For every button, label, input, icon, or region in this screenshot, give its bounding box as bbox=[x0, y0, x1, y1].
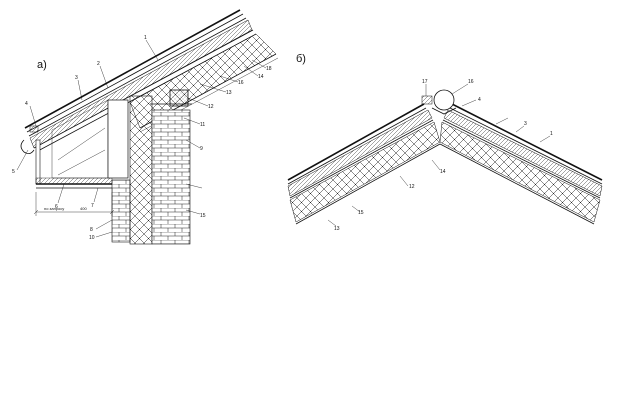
callout-b-4: 4 bbox=[478, 97, 481, 103]
ridge-left-slope bbox=[287, 103, 441, 225]
dimension-line: no запросу 400 bbox=[33, 192, 115, 216]
callout-a-3: 3 bbox=[75, 75, 78, 81]
callout-b-13: 13 bbox=[334, 226, 340, 232]
callout-b-3: 3 bbox=[524, 121, 527, 127]
panel-a: а) bbox=[12, 9, 279, 245]
dimension-right: 400 bbox=[80, 206, 87, 211]
panel-b: б) bbox=[287, 53, 603, 232]
callout-a-18: 18 bbox=[266, 66, 272, 72]
panel-b-leaders bbox=[327, 83, 551, 227]
callout-b-1: 1 bbox=[550, 131, 553, 137]
eaves-detail bbox=[20, 99, 113, 189]
ridge-right-slope bbox=[439, 103, 603, 225]
callout-a-12: 12 bbox=[208, 104, 214, 110]
dimension-left: no запросу bbox=[44, 206, 64, 211]
callout-a-11: 11 bbox=[200, 122, 205, 128]
callout-a-1: 1 bbox=[144, 35, 147, 41]
callout-a-13: 13 bbox=[226, 90, 232, 96]
callout-a-7: 7 bbox=[91, 203, 94, 209]
callout-a-6: 6 bbox=[55, 204, 58, 210]
callout-a-5: 5 bbox=[12, 169, 15, 175]
wall-section bbox=[107, 89, 192, 245]
callout-a-9: 9 bbox=[200, 146, 203, 152]
panel-b-label: б) bbox=[296, 53, 306, 65]
callout-b-17: 17 bbox=[422, 79, 428, 85]
panel-a-label: а) bbox=[37, 59, 47, 71]
callout-b-15: 15 bbox=[358, 210, 364, 216]
panel-a-callouts: 1 2 3 4 5 6 7 8 9 10 11 12 13 14 15 16 1… bbox=[12, 35, 272, 241]
callout-a-16: 16 bbox=[238, 80, 244, 86]
callout-a-8: 8 bbox=[90, 227, 93, 233]
ridge-detail bbox=[421, 89, 457, 115]
callout-a-2: 2 bbox=[97, 61, 100, 67]
callout-a-10: 10 bbox=[89, 235, 95, 241]
panel-b-callouts: 1 3 4 12 13 14 15 16 17 bbox=[334, 79, 553, 232]
callout-b-14: 14 bbox=[440, 169, 446, 175]
callout-a-4: 4 bbox=[25, 101, 28, 107]
callout-b-16: 16 bbox=[468, 79, 474, 85]
panel-a-leaders bbox=[16, 39, 267, 238]
callout-a-14: 14 bbox=[258, 74, 264, 80]
callout-a-15: 15 bbox=[200, 213, 206, 219]
callout-b-12: 12 bbox=[409, 184, 415, 190]
